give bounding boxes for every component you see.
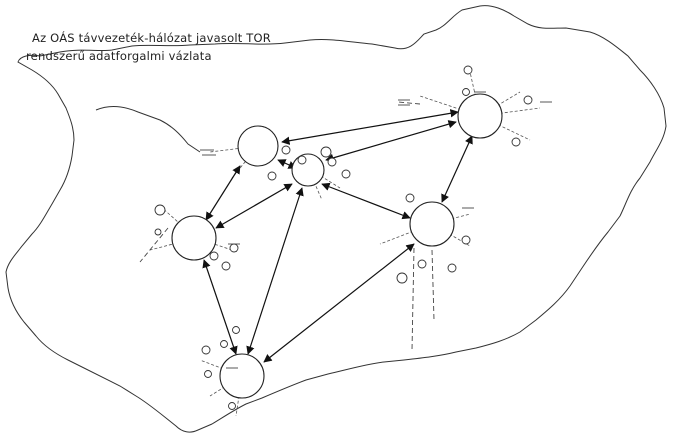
hub-center [291, 153, 325, 187]
link-e-s [263, 243, 415, 363]
hub-northeast [457, 93, 503, 139]
hubs [171, 93, 503, 399]
data-links [202, 109, 473, 363]
link-center-s [246, 187, 304, 355]
hub-west [171, 215, 217, 261]
link-w-s [202, 259, 238, 355]
link-nw-w [205, 165, 241, 221]
link-ne-e [441, 135, 473, 203]
region-contour [95, 105, 201, 153]
country-outline [5, 5, 667, 433]
caption-line-1: Az OÁS távvezeték-hálózat javasolt TOR [32, 30, 271, 45]
link-ne-nw [281, 109, 459, 145]
caption-line-2: rendszerű adatforgalmi vázlata [26, 49, 212, 63]
hub-south [219, 353, 265, 399]
hub-east [409, 201, 455, 247]
hub-northwest [237, 125, 279, 167]
link-ne-center [325, 120, 457, 162]
link-center-w [215, 183, 293, 229]
satellite-stations [154, 65, 533, 410]
hatch-marks [200, 91, 552, 369]
link-center-e [321, 182, 411, 220]
